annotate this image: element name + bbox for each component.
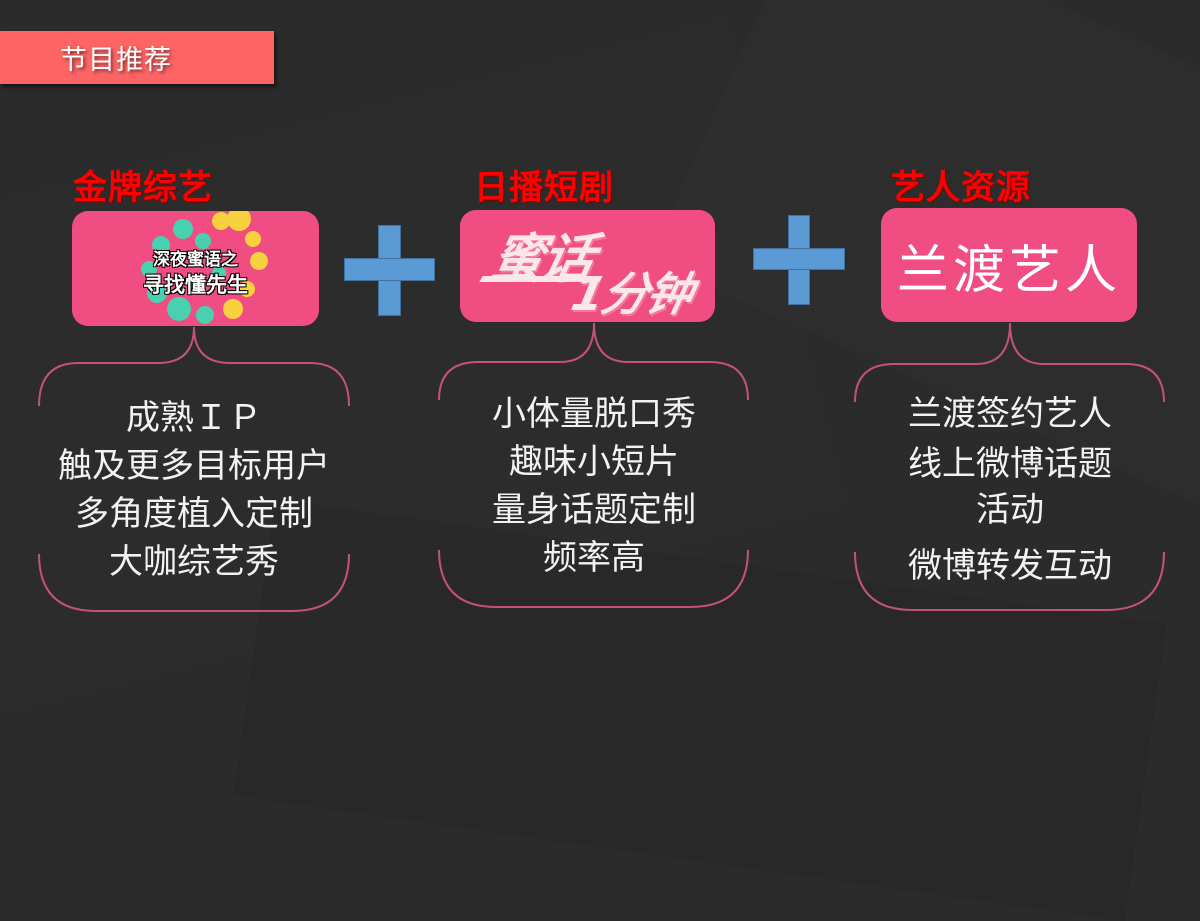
curly-brace-3 xyxy=(854,322,1165,611)
feature-item: 触及更多目标用户 xyxy=(58,446,330,486)
feature-item: 线上微博话题 xyxy=(908,444,1112,484)
curly-brace-2 xyxy=(438,322,749,608)
variety-feature-list: 成熟ＩＰ 触及更多目标用户 多角度植入定制 大咖综艺秀 xyxy=(38,394,350,586)
artists-logo-text: 兰渡艺人 xyxy=(896,240,1121,301)
feature-item: 成熟ＩＰ xyxy=(126,398,262,438)
artists-feature-list: 兰渡签约艺人 线上微博话题 活动 微博转发互动 xyxy=(854,388,1166,592)
feature-item: 微博转发互动 xyxy=(908,546,1112,586)
feature-item: 兰渡签约艺人 xyxy=(908,394,1112,434)
section-banner: 节目推荐 xyxy=(0,31,274,84)
dots-decoration-icon xyxy=(140,211,268,324)
feature-item: 活动 xyxy=(976,490,1044,530)
variety-show-card[interactable]: 深夜蜜语之 寻找懂先生 xyxy=(72,211,319,326)
plus-icon xyxy=(344,225,435,316)
feature-item: 趣味小短片 xyxy=(509,442,679,482)
variety-show-logo: 深夜蜜语之 寻找懂先生 xyxy=(121,211,271,326)
column-title-artists: 艺人资源 xyxy=(891,168,1031,208)
feature-item: 量身话题定制 xyxy=(492,490,696,530)
plus-icon xyxy=(753,215,845,305)
short-drama-feature-list: 小体量脱口秀 趣味小短片 量身话题定制 频率高 xyxy=(438,390,750,582)
short-drama-logo: 蜜话 1分钟 xyxy=(473,216,703,321)
artists-card[interactable]: 兰渡艺人 xyxy=(881,208,1137,322)
curly-brace-1 xyxy=(38,326,350,612)
feature-item: 频率高 xyxy=(543,538,645,578)
feature-item: 大咖综艺秀 xyxy=(109,542,279,582)
logo-text-line2: 1分钟 xyxy=(566,267,696,321)
column-title-variety: 金牌综艺 xyxy=(73,168,213,208)
logo-text-line1: 深夜蜜语之 xyxy=(153,250,238,270)
feature-item: 多角度植入定制 xyxy=(75,494,313,534)
logo-underline xyxy=(478,276,603,282)
feature-item: 小体量脱口秀 xyxy=(492,394,696,434)
column-title-short-drama: 日播短剧 xyxy=(474,168,614,208)
logo-text-line2: 寻找懂先生 xyxy=(143,273,248,297)
short-drama-card[interactable]: 蜜话 1分钟 xyxy=(460,210,715,322)
section-title: 节目推荐 xyxy=(60,45,172,76)
